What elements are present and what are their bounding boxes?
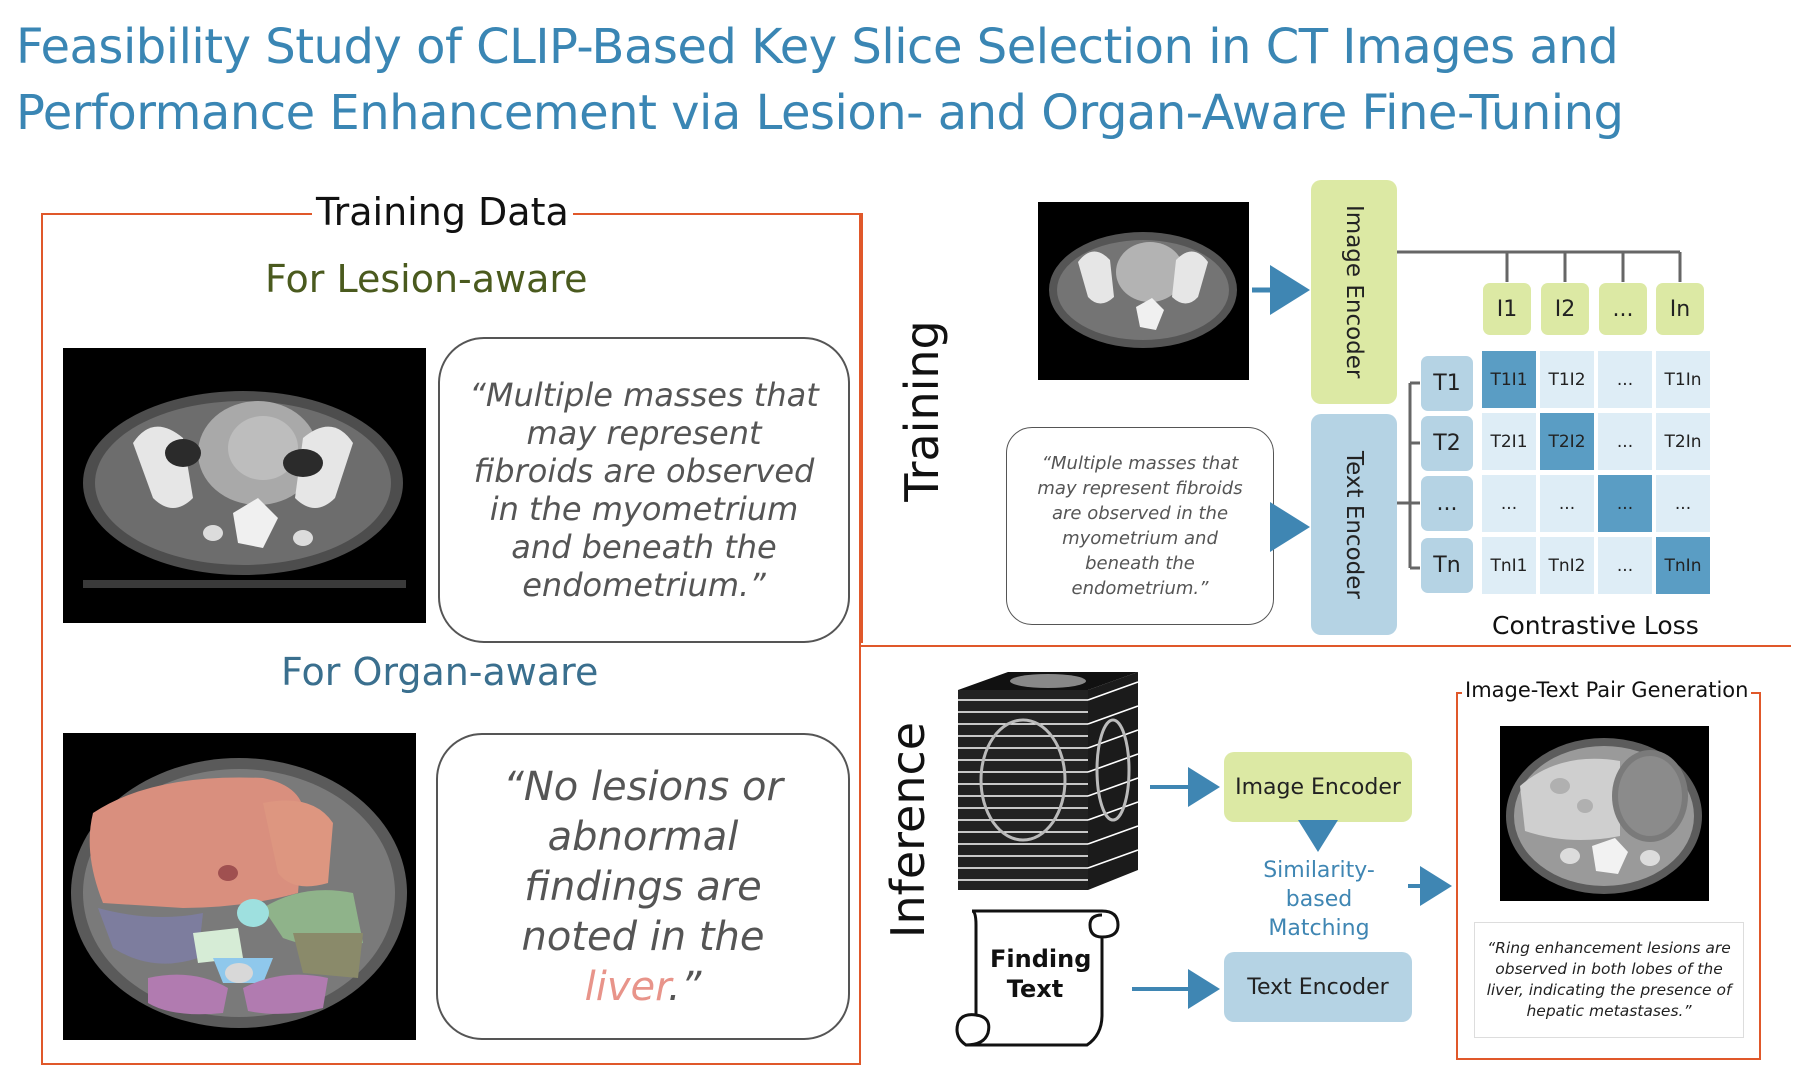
matrix-cell-3-1: ... [1482,475,1536,532]
page-title: Feasibility Study of CLIP-Based Key Slic… [16,14,1796,146]
matrix-cell-1-1: T1I1 [1482,351,1536,408]
inference-image-encoder-label: Image Encoder [1235,774,1401,800]
image-token-2-label: I2 [1554,296,1576,322]
matrix-cell-1-4-label: T1In [1664,369,1702,390]
finding-text-label: Finding Text [990,945,1092,1003]
matrix-cell-3-4: ... [1656,475,1710,532]
text-token-1: T1 [1421,356,1473,411]
text-token-2: T2 [1421,416,1473,471]
abdomen-ct-drawing [71,758,407,1028]
organ-quote-highlight: liver [584,963,668,1010]
matrix-cell-4-2-label: TnI2 [1548,555,1586,576]
contrastive-loss-label: Contrastive Loss [1492,611,1699,640]
training-quote-bubble: “Multiple masses that may represent fibr… [1006,427,1274,625]
organ-quote-text: “No lesions or abnormal findings are not… [464,762,822,1012]
inference-image-encoder: Image Encoder [1224,752,1412,822]
matrix-cell-3-3: ... [1598,475,1652,532]
training-ct-image [1038,202,1249,380]
lesion-quote-bubble: “Multiple masses that may represent fibr… [438,337,850,643]
title-line-2: Performance Enhancement via Lesion- and … [16,85,1624,141]
organ-aware-heading: For Organ-aware [281,650,599,694]
section-divider-vertical [861,213,863,643]
matrix-cell-1-2-label: T1I2 [1548,369,1586,390]
lesion-aware-heading: For Lesion-aware [265,257,588,301]
text-token-ellipsis: ... [1421,476,1473,531]
abdomen-ct-segmented-image [63,733,416,1040]
pair-generation-heading: Image-Text Pair Generation [1462,678,1752,702]
finding-text-scroll-icon [955,909,1120,1047]
image-token-ellipsis: ... [1599,283,1647,335]
organ-quote-bubble: “No lesions or abnormal findings are not… [436,733,850,1040]
pair-quote-text: “Ring enhancement lesions are observed i… [1486,939,1732,1020]
image-token-ellipsis-label: ... [1612,296,1634,322]
liver-ct-drawing [1506,738,1702,894]
matrix-cell-1-3: ... [1598,351,1652,408]
training-data-heading: Training Data [312,190,573,234]
pelvis-ct-image [63,348,426,623]
matrix-cell-3-4-label: ... [1674,493,1692,514]
training-quote-text: “Multiple masses that may represent fibr… [1037,453,1243,599]
training-image-encoder-label: Image Encoder [1341,205,1367,379]
image-token-1-label: I1 [1496,296,1518,322]
image-token-1: I1 [1483,283,1531,335]
similarity-matching-label: Similarity-based Matching [1263,858,1375,941]
liver-ct-image [1500,726,1709,901]
inference-text-encoder-label: Text Encoder [1247,974,1389,1000]
matrix-cell-1-2: T1I2 [1540,351,1594,408]
matrix-cell-3-3-label: ... [1616,493,1634,514]
matrix-cell-3-1-label: ... [1500,493,1518,514]
text-token-n: Tn [1421,538,1473,593]
matrix-cell-1-4: T1In [1656,351,1710,408]
matrix-cell-4-1: TnI1 [1482,537,1536,594]
text-token-connector [1397,381,1420,570]
matrix-cell-3-2-label: ... [1558,493,1576,514]
similarity-matrix: T1I1 T1I2 ... T1In T2I1 T2I2 ... T2In ..… [1482,351,1710,603]
title-line-1: Feasibility Study of CLIP-Based Key Slic… [16,19,1619,75]
matrix-cell-3-2: ... [1540,475,1594,532]
training-text-encoder: Text Encoder [1311,414,1397,635]
matrix-cell-2-3: ... [1598,413,1652,470]
matrix-cell-1-3-label: ... [1616,369,1634,390]
matrix-cell-2-2: T2I2 [1540,413,1594,470]
text-token-ellipsis-label: ... [1436,491,1458,516]
matrix-cell-1-1-label: T1I1 [1490,369,1528,390]
matrix-cell-4-1-label: TnI1 [1490,555,1528,576]
organ-quote-prefix: “No lesions or abnormal findings are not… [503,763,783,960]
section-divider-horizontal [861,645,1791,647]
matrix-cell-4-3: ... [1598,537,1652,594]
text-token-1-label: T1 [1433,371,1461,396]
text-token-n-label: Tn [1433,553,1461,578]
inference-text-encoder: Text Encoder [1224,952,1412,1022]
matrix-cell-4-3-label: ... [1616,555,1634,576]
training-text-encoder-label: Text Encoder [1341,450,1367,599]
ct-volume-stack [958,672,1139,890]
matrix-cell-4-2: TnI2 [1540,537,1594,594]
lesion-quote-text: “Multiple masses that may represent fibr… [469,376,819,604]
matrix-cell-4-4: TnIn [1656,537,1710,594]
image-token-n-label: In [1669,296,1691,322]
matrix-cell-2-3-label: ... [1616,431,1634,452]
pelvis-ct-drawing [83,391,406,588]
image-token-n: In [1656,283,1704,335]
training-ct-drawing [1049,232,1237,348]
matrix-cell-2-1-label: T2I1 [1490,431,1528,452]
matrix-cell-4-4-label: TnIn [1664,555,1702,576]
matrix-cell-2-1: T2I1 [1482,413,1536,470]
training-image-encoder: Image Encoder [1311,180,1397,404]
matrix-cell-2-4-label: T2In [1664,431,1702,452]
image-token-2: I2 [1541,283,1589,335]
organ-quote-suffix: .” [667,963,702,1010]
text-token-2-label: T2 [1433,431,1461,456]
image-token-connector [1397,250,1682,282]
matrix-cell-2-4: T2In [1656,413,1710,470]
pair-quote-box: “Ring enhancement lesions are observed i… [1474,922,1744,1038]
matrix-cell-2-2-label: T2I2 [1548,431,1586,452]
